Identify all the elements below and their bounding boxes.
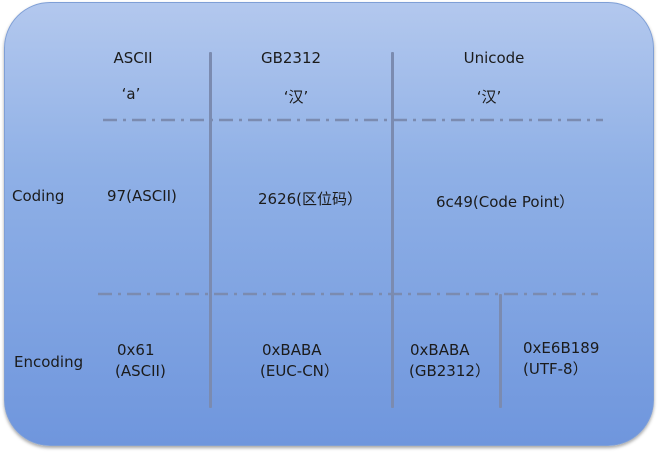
- row-label-encoding: Encoding: [14, 353, 84, 371]
- coding-ascii: 97(ASCII): [107, 187, 177, 205]
- row-label-coding: Coding: [12, 187, 65, 205]
- encoding-unicode-utf8-scheme: (UTF-8）: [523, 360, 588, 378]
- encoding-ascii-value: 0x61: [117, 341, 155, 359]
- column-divider-gb2312-unicode: [391, 52, 394, 408]
- header-gb2312: GB2312: [260, 49, 322, 67]
- coding-unicode: 6c49(Code Point）: [436, 193, 575, 211]
- column-divider-unicode-split: [499, 294, 502, 408]
- encoding-unicode-utf8-value: 0xE6B189: [523, 339, 600, 357]
- char-gb2312: ‘汉’: [283, 88, 309, 106]
- coding-gb2312: 2626(区位码）: [258, 190, 363, 208]
- header-unicode: Unicode: [463, 49, 525, 67]
- encoding-unicode-gb2312-scheme: (GB2312）: [409, 362, 490, 380]
- encoding-diagram-panel: [4, 2, 654, 446]
- encoding-ascii-scheme: (ASCII): [115, 362, 166, 380]
- column-divider-ascii-gb2312: [209, 52, 212, 408]
- char-unicode: ‘汉’: [476, 88, 502, 106]
- header-ascii: ASCII: [113, 49, 153, 67]
- encoding-unicode-gb2312-value: 0xBABA: [410, 341, 470, 359]
- encoding-gb2312-value: 0xBABA: [262, 341, 322, 359]
- char-ascii: ‘a’: [121, 85, 141, 103]
- encoding-gb2312-scheme: (EUC-CN）: [260, 362, 339, 380]
